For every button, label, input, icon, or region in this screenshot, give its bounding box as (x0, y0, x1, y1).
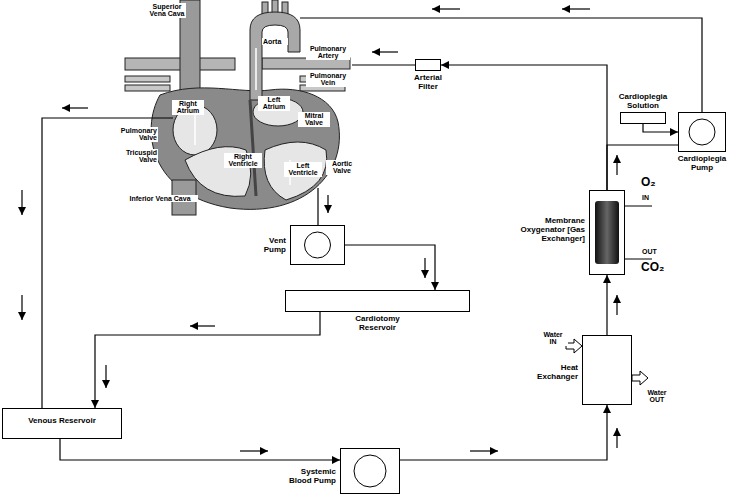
part-label: Pulmonary Valve (114, 127, 158, 142)
part-label: Superior Vena Cava (148, 3, 186, 18)
component-label: Membrane Oxygenator [Gas Exchanger] (515, 216, 585, 244)
flow-line (400, 405, 607, 460)
component-box: Vent Pump (290, 225, 345, 265)
heart-illustration (195, 48, 290, 185)
flow-direction-arrow (562, 8, 590, 9)
flow-line (607, 145, 678, 190)
part-label: OUT (641, 248, 663, 255)
circuit-tubing (42, 18, 702, 408)
component-box: Cardiotomy Reservoir (285, 290, 470, 312)
flow-direction-arrow (616, 295, 617, 315)
circuit-tubing (352, 64, 415, 65)
circuit-tubing (317, 188, 318, 225)
part-label: IN (641, 194, 659, 201)
part-label: Right Atrium (172, 100, 204, 115)
flow-direction-arrow (22, 9, 617, 451)
part-label: Pulmonary Artery (306, 45, 350, 60)
flow-direction-arrow (190, 325, 215, 326)
part-label: Tricuspid Valve (114, 149, 158, 164)
part-label: CO₂ (640, 261, 672, 274)
flow-direction-arrow (424, 258, 425, 278)
component-label: Systemic Blood Pump (281, 467, 336, 485)
component-box: Heat Exchanger (582, 335, 632, 405)
flow-direction-arrow (240, 450, 268, 451)
flow-direction-arrow (327, 195, 328, 213)
pump-symbol (679, 113, 725, 151)
flow-direction-arrow (616, 155, 617, 175)
part-label: Mitral Valve (298, 112, 330, 127)
oxygenator-membrane (590, 191, 624, 274)
flow-line (95, 312, 320, 408)
part-label: Inferior Vena Cava (122, 195, 198, 202)
part-label: Aorta (262, 38, 288, 45)
heart-illustration (250, 12, 300, 100)
gas-port-line (625, 259, 652, 260)
flow-direction-arrow (21, 190, 22, 215)
flow-line (441, 65, 607, 190)
water-flow-arrow (566, 339, 582, 353)
part-label: Water IN (538, 331, 568, 346)
part-label: Left Atrium (258, 96, 290, 111)
flow-direction-arrow (105, 365, 106, 388)
heart-illustration (125, 0, 350, 215)
part-label: Left Ventricle (284, 162, 322, 177)
flow-direction-arrow (21, 295, 22, 320)
heart-illustration (250, 100, 256, 196)
flow-line (345, 245, 435, 290)
flow-direction-arrow (432, 8, 460, 9)
component-box: Systemic Blood Pump (340, 448, 400, 494)
part-label: Pulmonary Vein (306, 72, 350, 87)
gas-port-line (625, 206, 652, 207)
flow-line (606, 275, 607, 335)
part-label: Aortic Valve (326, 160, 358, 175)
component-label: Heat Exchanger (533, 363, 578, 381)
part-label: Water OUT (640, 389, 674, 404)
component-label: Cardiotomy Reservoir (348, 314, 408, 332)
flow-direction-arrow (470, 450, 498, 451)
component-box: Membrane Oxygenator [Gas Exchanger] (589, 190, 625, 275)
part-label: O₂ (640, 176, 668, 189)
pump-rotor (689, 119, 715, 145)
flow-line (60, 439, 340, 460)
flow-direction-arrow (372, 51, 398, 52)
heart-illustration (125, 85, 170, 91)
pump-symbol (291, 226, 344, 264)
heart-illustration (264, 142, 326, 200)
component-label: Cardioplegia Pump (673, 154, 731, 172)
flow-line (643, 124, 678, 132)
pump-rotor (354, 455, 386, 487)
water-flow-arrow (632, 371, 648, 385)
pump-symbol (341, 449, 399, 493)
flow-direction-arrow (616, 428, 617, 448)
part-label: Right Ventricle (224, 153, 262, 168)
component-label: Venous Reservoir (3, 409, 121, 425)
pump-rotor (305, 232, 331, 258)
component-box: Arterial Filter (415, 59, 441, 71)
heart-illustration (125, 76, 170, 82)
component-label: Arterial Filter (410, 73, 446, 91)
component-label: Cardioplegia Solution (615, 92, 671, 110)
component-box: Venous Reservoir (2, 408, 122, 439)
component-box: Cardioplegia Pump (678, 112, 726, 152)
flow-direction-arrow (62, 107, 88, 108)
circuit-tubing (42, 118, 173, 408)
component-box: Cardioplegia Solution (620, 112, 666, 124)
oxygenator-membrane (595, 201, 619, 264)
component-label: Vent Pump (256, 236, 286, 254)
